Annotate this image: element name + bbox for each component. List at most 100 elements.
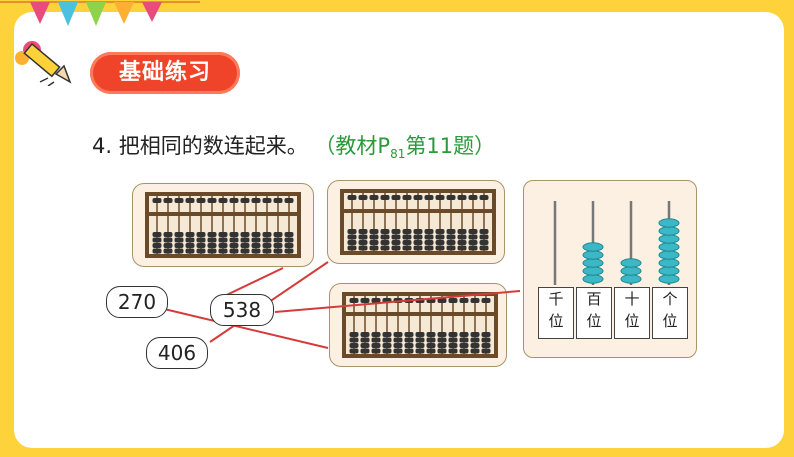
abacus-bead — [415, 332, 425, 337]
abacus-bead — [470, 337, 480, 343]
stick-bead — [658, 250, 680, 260]
abacus-bead — [152, 243, 162, 248]
number-card-270[interactable]: 270 — [106, 286, 168, 318]
stick-bead — [658, 234, 680, 244]
abacus-bead — [415, 343, 425, 348]
abacus-bead — [481, 348, 491, 354]
abacus-bead — [426, 348, 436, 354]
abacus-bead — [196, 198, 206, 203]
place-ones: 个位 — [652, 287, 688, 339]
abacus-bead — [218, 198, 228, 203]
abacus-bead — [415, 337, 425, 343]
abacus-bead — [196, 248, 206, 254]
abacus-bead — [448, 348, 458, 354]
abacus-bead — [446, 245, 456, 251]
abacus-bead — [371, 332, 381, 337]
stick-bead — [582, 242, 604, 252]
abacus-bead — [347, 234, 357, 240]
abacus-bead — [251, 237, 261, 243]
abacus-bead — [402, 240, 412, 245]
abacus-bead — [185, 243, 195, 248]
stick-bead — [582, 274, 604, 284]
abacus-bead — [393, 337, 403, 343]
abacus-bead — [251, 198, 261, 203]
abacus-bead — [402, 195, 412, 200]
abacus-bead — [152, 248, 162, 254]
abacus-card-3[interactable] — [329, 283, 507, 367]
abacus-bead — [479, 245, 489, 251]
abacus-bead — [347, 229, 357, 234]
abacus-bead — [459, 348, 469, 354]
abacus-bead — [382, 332, 392, 337]
abacus-bead — [402, 245, 412, 251]
number-card-406[interactable]: 406 — [146, 337, 208, 369]
abacus-bead — [404, 348, 414, 354]
stick-bead — [658, 274, 680, 284]
abacus-bead — [393, 332, 403, 337]
abacus-bead — [481, 332, 491, 337]
place-hundreds: 百位 — [576, 287, 612, 339]
section-title-badge: 基础练习 — [90, 52, 240, 94]
abacus-bead — [240, 232, 250, 237]
counting-sticks-icon — [553, 201, 680, 285]
abacus-bead — [163, 243, 173, 248]
abacus-bead — [163, 198, 173, 203]
abacus-bead — [437, 348, 447, 354]
abacus-bead — [358, 195, 368, 200]
textbook-reference: （教材P81第11题） — [314, 134, 496, 162]
abacus-bead — [437, 298, 447, 303]
abacus-bead — [174, 243, 184, 248]
abacus-bead — [240, 198, 250, 203]
abacus-bead — [369, 195, 379, 200]
abacus-bead — [393, 343, 403, 348]
abacus-bead — [457, 229, 467, 234]
abacus-bead — [218, 232, 228, 237]
abacus-bead — [347, 195, 357, 200]
abacus-bead — [262, 232, 272, 237]
number-card-538[interactable]: 538 — [210, 294, 274, 326]
abacus-bead — [424, 240, 434, 245]
abacus-bead — [459, 343, 469, 348]
abacus-bead — [426, 337, 436, 343]
abacus-card-1[interactable] — [132, 183, 314, 267]
abacus-bead — [468, 245, 478, 251]
abacus-bead — [349, 332, 359, 337]
abacus-bead — [435, 245, 445, 251]
abacus-bead — [448, 343, 458, 348]
abacus-card-2[interactable] — [327, 180, 505, 264]
abacus-bead — [457, 240, 467, 245]
question-prompt: 把相同的数连起来。 — [118, 134, 308, 158]
abacus-bead — [358, 234, 368, 240]
abacus-bead — [479, 234, 489, 240]
abacus-bead — [240, 237, 250, 243]
abacus-bead — [360, 343, 370, 348]
abacus-bead — [273, 198, 283, 203]
abacus-bead — [229, 248, 239, 254]
abacus-bead — [446, 195, 456, 200]
pencil-icon — [15, 41, 72, 86]
abacus-bead — [380, 240, 390, 245]
abacus-bead — [358, 240, 368, 245]
abacus-bead — [273, 243, 283, 248]
abacus-bead — [207, 237, 217, 243]
abacus-bead — [479, 240, 489, 245]
abacus-bead — [174, 248, 184, 254]
abacus-bead — [349, 298, 359, 303]
abacus-bead — [404, 337, 414, 343]
abacus-bead — [152, 198, 162, 203]
abacus-bead — [470, 348, 480, 354]
abacus-bead — [185, 237, 195, 243]
abacus-bead — [174, 237, 184, 243]
stick-bead — [620, 266, 642, 276]
counting-sticks-card[interactable]: 千位 百位 十位 个位 — [523, 180, 697, 358]
stick-bead — [658, 266, 680, 276]
stick-bead — [582, 266, 604, 276]
abacus-bead — [196, 243, 206, 248]
abacus-bead — [369, 245, 379, 251]
abacus-bead — [413, 229, 423, 234]
abacus-bead — [382, 348, 392, 354]
abacus-bead — [393, 348, 403, 354]
abacus-bead — [349, 348, 359, 354]
abacus-bead — [207, 243, 217, 248]
abacus-bead — [424, 234, 434, 240]
